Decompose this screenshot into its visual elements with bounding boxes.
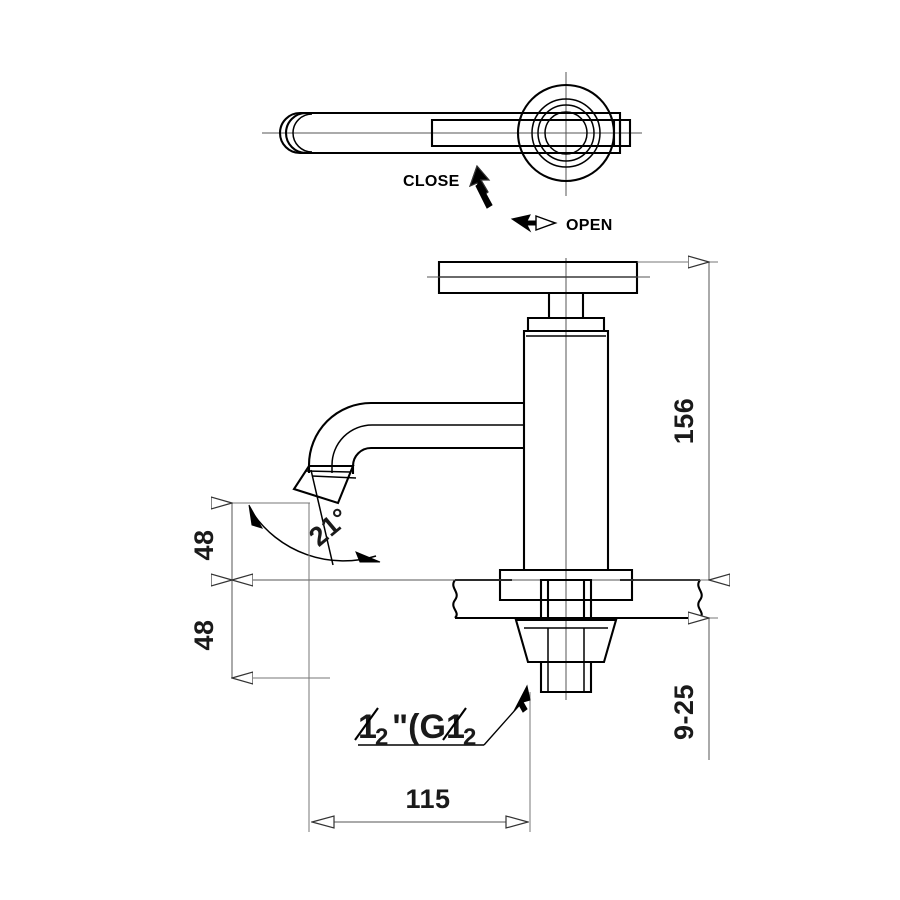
spout-outlet-collar-line-2: [305, 470, 351, 473]
angle-arrow-end: [355, 551, 381, 563]
thread-callout: 1 2 "(G 1 2: [354, 684, 531, 751]
dim-925-text: 9-25: [669, 684, 699, 740]
close-arrow-icon: [468, 164, 493, 209]
spout-inner-profile: [351, 446, 524, 474]
deck-break-left: [452, 579, 458, 619]
dimension-115: 115: [308, 503, 531, 832]
open-arrow-icon: [510, 214, 558, 233]
lever-tail: [612, 118, 632, 148]
thread-middle-symbol: "(G: [392, 708, 446, 746]
deck-flange: [498, 568, 634, 602]
thread-denominator-1: 2: [375, 724, 388, 751]
dim-48-upper-text: 48: [189, 529, 219, 560]
dim-156-text: 156: [669, 398, 699, 445]
faucet-front-elevation-group: [228, 258, 720, 700]
dimension-156: 156: [634, 262, 718, 580]
close-label: CLOSE: [403, 173, 460, 190]
escutcheon-ring-2: [537, 104, 595, 162]
dimension-9-25: 9-25: [669, 618, 718, 760]
angle-arc: [251, 511, 377, 562]
thread-denominator-2: 2: [463, 724, 476, 751]
escutcheon-ring-1: [531, 98, 601, 168]
handle-bar: [437, 260, 639, 295]
dim-21-degree-text: 21°: [303, 502, 355, 552]
dimension-48-upper: 48: [189, 503, 310, 580]
threaded-tail: [539, 660, 593, 694]
dimension-21-degree: 21°: [248, 469, 381, 566]
spout-centerline-detail: [331, 424, 524, 473]
dim-48-lower-text: 48: [189, 619, 219, 650]
dim-115-text: 115: [405, 784, 450, 814]
thread-fraction-slash-2: [442, 707, 467, 741]
open-label: OPEN: [566, 217, 613, 234]
spout-outlet: [292, 464, 355, 505]
spout-outlet-collar-line: [311, 475, 357, 479]
angle-arrow-start: [248, 504, 264, 529]
spout-outer-profile: [307, 401, 524, 473]
lever-end-inner-arc: [285, 111, 307, 155]
deck-break-right: [697, 579, 703, 619]
angle-ref-line-nozzle: [310, 469, 334, 566]
lever-end-inner-arc-2: [292, 113, 313, 153]
thread-leader-arrow-icon: [513, 684, 531, 713]
handle-top-view-group: CLOSE OPEN: [262, 72, 642, 234]
thread-fraction-slash-1: [354, 707, 379, 741]
dimension-48-lower: 48: [189, 580, 330, 678]
lock-nut: [514, 618, 618, 664]
